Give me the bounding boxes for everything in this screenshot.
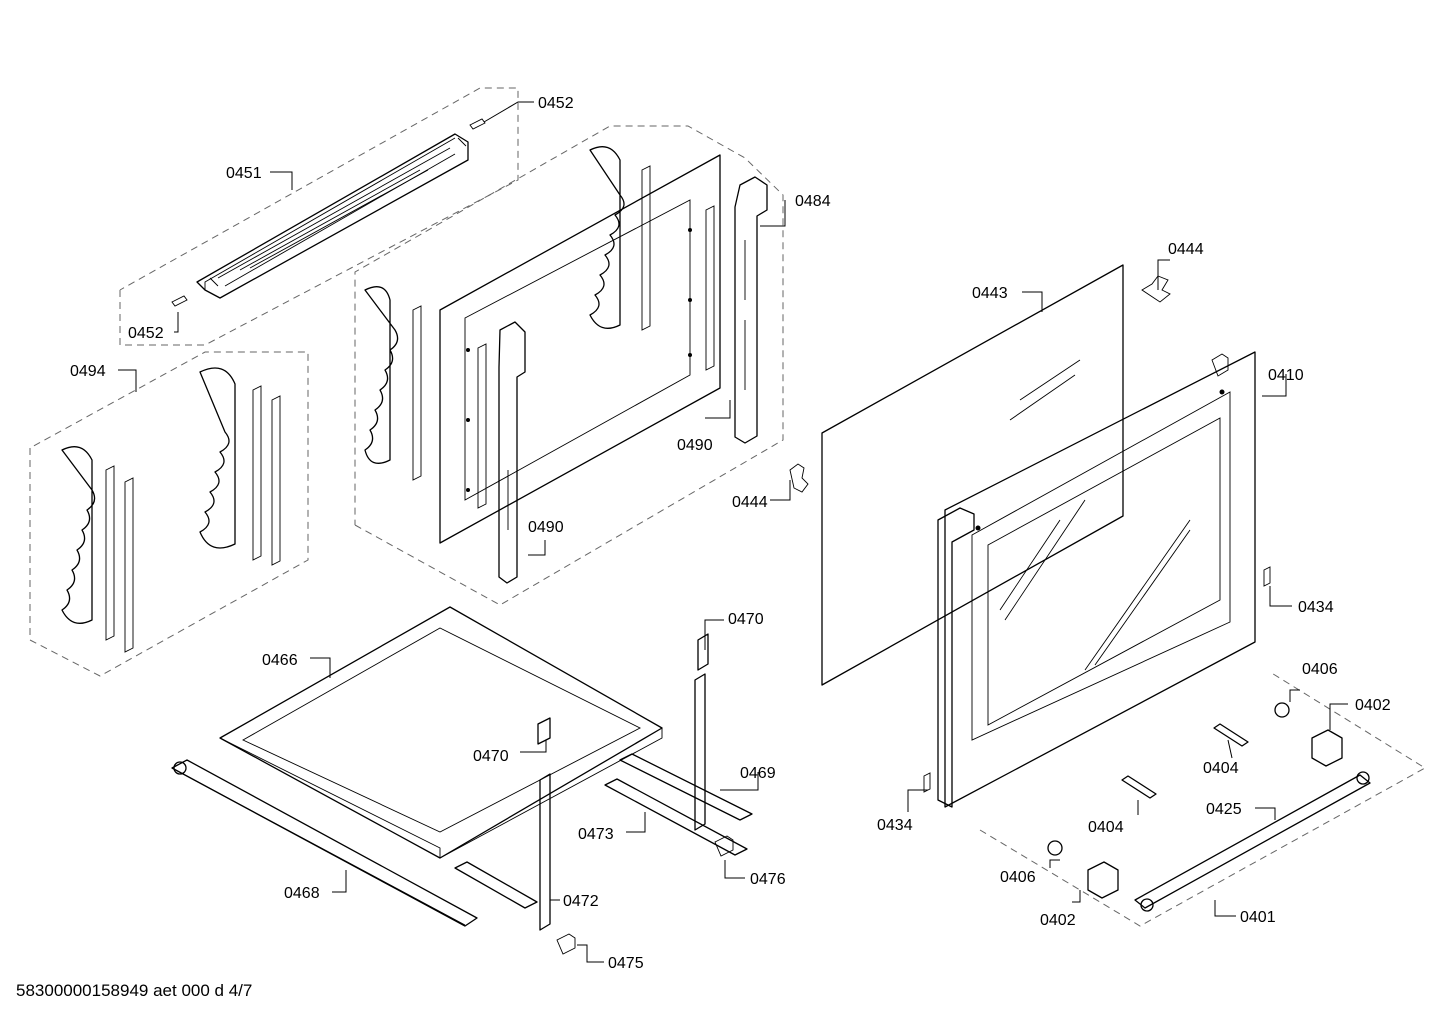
label-0470-top: 0470 bbox=[728, 611, 764, 628]
label-0402-right: 0402 bbox=[1355, 697, 1391, 714]
label-0468: 0468 bbox=[284, 885, 320, 902]
label-0444-top: 0444 bbox=[1168, 241, 1204, 258]
label-0401: 0401 bbox=[1240, 909, 1276, 926]
bottom-tray bbox=[219, 606, 663, 859]
label-0410: 0410 bbox=[1268, 367, 1304, 384]
label-0470-mid: 0470 bbox=[473, 748, 509, 765]
label-0490-left: 0490 bbox=[528, 519, 564, 536]
label-0434-left: 0434 bbox=[877, 817, 913, 834]
hinge-brackets-0490 bbox=[498, 176, 768, 584]
part-labels: 0452 0451 0452 0484 0494 0490 0490 0444 … bbox=[70, 95, 1391, 972]
label-0490-right: 0490 bbox=[677, 437, 713, 454]
label-0476: 0476 bbox=[750, 871, 786, 888]
outer-door-panel bbox=[937, 351, 1256, 808]
label-0475: 0475 bbox=[608, 955, 644, 972]
label-0443: 0443 bbox=[972, 285, 1008, 302]
label-0406-right: 0406 bbox=[1302, 661, 1338, 678]
label-0402-left: 0402 bbox=[1040, 912, 1076, 929]
label-0452-top: 0452 bbox=[538, 95, 574, 112]
label-0484: 0484 bbox=[795, 193, 831, 210]
label-0472: 0472 bbox=[563, 893, 599, 910]
label-0469: 0469 bbox=[740, 765, 776, 782]
small-clips bbox=[789, 275, 1271, 793]
label-0404-right: 0404 bbox=[1203, 760, 1239, 777]
air-deflectors bbox=[61, 146, 625, 653]
top-vent-rail bbox=[171, 118, 486, 307]
drawing-reference-number: 58300000158949 aet 000 d 4/7 bbox=[16, 981, 253, 1000]
label-0444-left: 0444 bbox=[732, 494, 768, 511]
side-rails bbox=[171, 633, 753, 955]
label-0404-left: 0404 bbox=[1088, 819, 1124, 836]
group-outlines bbox=[29, 87, 1426, 927]
label-0466: 0466 bbox=[262, 652, 298, 669]
label-0473: 0473 bbox=[578, 826, 614, 843]
label-0434-right: 0434 bbox=[1298, 599, 1334, 616]
label-0494: 0494 bbox=[70, 363, 106, 380]
handle-fittings bbox=[1047, 702, 1343, 899]
label-0406-left: 0406 bbox=[1000, 869, 1036, 886]
leader-lines bbox=[118, 101, 1348, 963]
inner-glass-pane bbox=[821, 264, 1124, 686]
label-0451: 0451 bbox=[226, 165, 262, 182]
inner-door-frame bbox=[412, 154, 721, 544]
door-handle bbox=[1134, 771, 1371, 912]
label-0425: 0425 bbox=[1206, 801, 1242, 818]
label-0452-left: 0452 bbox=[128, 325, 164, 342]
